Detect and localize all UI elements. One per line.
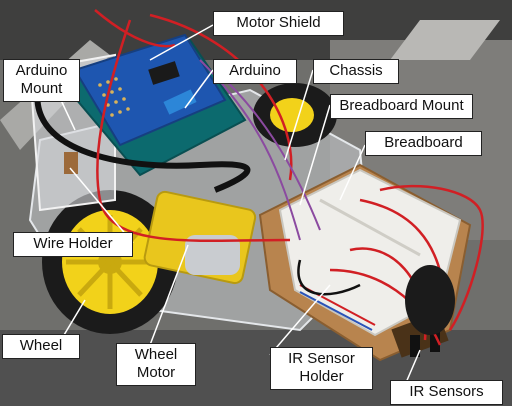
label-motor-shield: Motor Shield xyxy=(213,11,344,36)
shield-chip xyxy=(148,61,180,85)
ir-sensor-2 xyxy=(430,330,440,352)
callout-leader-lines xyxy=(57,24,421,386)
wheel-motor-can xyxy=(185,235,240,275)
front-wheel-spokes xyxy=(66,215,154,309)
label-ir-sensor-holder: IR Sensor Holder xyxy=(270,347,373,390)
breadboard-rail-blue xyxy=(299,291,373,331)
label-breadboard-mount: Breadboard Mount xyxy=(330,94,473,119)
label-chassis: Chassis xyxy=(313,59,399,84)
ir-sensor-1 xyxy=(410,335,420,357)
breadboard-center-channel xyxy=(319,198,421,257)
label-breadboard: Breadboard xyxy=(365,131,482,156)
wire-holder-block xyxy=(64,152,78,174)
shield-terminal xyxy=(163,89,197,115)
front-right-tire xyxy=(405,265,455,335)
motor-shield-holes xyxy=(98,77,130,117)
label-wheel: Wheel xyxy=(2,334,80,359)
label-arduino-mount: Arduino Mount xyxy=(3,59,80,102)
label-ir-sensors: IR Sensors xyxy=(390,380,503,405)
floor-stripe-right xyxy=(390,20,500,60)
motor-shield-board xyxy=(73,33,227,147)
usb-cable xyxy=(34,79,251,193)
back-wheel-right-hub xyxy=(270,98,314,132)
label-wheel-motor: Wheel Motor xyxy=(116,343,196,386)
black-wire xyxy=(297,259,361,296)
label-arduino: Arduino xyxy=(213,59,297,84)
label-wire-holder: Wire Holder xyxy=(13,232,133,257)
